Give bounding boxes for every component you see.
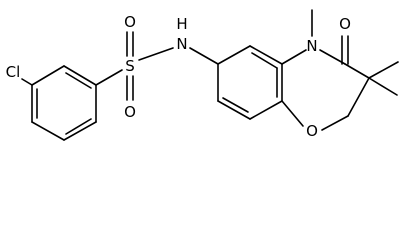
bond-methyl (368, 77, 398, 96)
bond (281, 100, 304, 127)
amide-nitrogen: N (176, 35, 187, 53)
bond (249, 45, 283, 65)
sulfonyl-oxygen-top: O (124, 13, 136, 31)
ring-oxygen: O (306, 122, 318, 140)
bond-c-n (281, 49, 307, 65)
bond-c-cl (21, 78, 33, 86)
molecule-drawing: Cl S O O N H N O O (6, 9, 399, 141)
bond (63, 121, 97, 141)
carbonyl-oxygen: O (339, 15, 351, 33)
structure-canvas: Cl S O O N H N O O (5, 9, 399, 141)
bond-methyl (368, 61, 399, 79)
bond (321, 115, 349, 131)
ring-nitrogen: N (306, 37, 317, 55)
sulfonyl-oxygen-bottom: O (124, 103, 136, 121)
bond-s-n (138, 47, 174, 61)
double-bond (222, 97, 249, 113)
double-bond (65, 118, 92, 135)
sulfur-atom: S (125, 57, 135, 75)
bond-n-c (189, 47, 219, 65)
bond (344, 63, 370, 79)
bond (217, 45, 251, 65)
bond (63, 65, 97, 86)
chlorophenyl-ring (31, 65, 97, 141)
bond-n-carbonyl (319, 49, 346, 65)
bond (31, 121, 65, 141)
benzo-ring (217, 45, 283, 120)
chlorine-atom: Cl (6, 63, 21, 81)
bond (347, 77, 370, 117)
double-bond (251, 52, 278, 69)
bond (217, 100, 251, 120)
amide-hydrogen: H (176, 15, 187, 33)
bond (249, 100, 283, 120)
bond-c-s (95, 69, 123, 86)
double-bond (65, 72, 92, 89)
bond (31, 65, 65, 86)
